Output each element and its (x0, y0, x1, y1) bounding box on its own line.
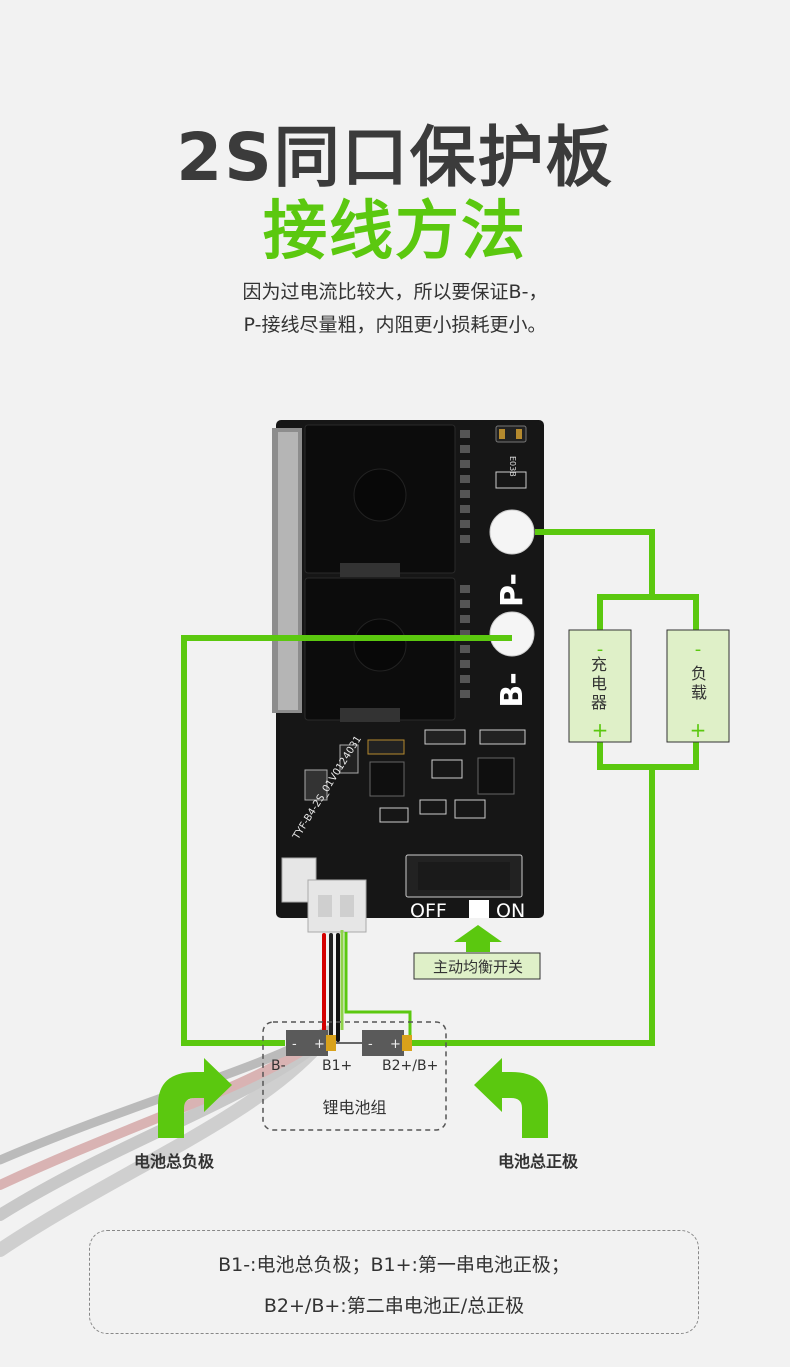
pcb-board: E03B P- B- TYF-B4-2S_01V0124031 OFF ON (272, 420, 544, 933)
p-minus-silk: P- (495, 573, 530, 607)
load-label: 负载 (690, 664, 707, 702)
chip-marking: E03B (508, 456, 517, 477)
description-line-2: P-接线尽量粗，内阻更小损耗更小。 (243, 314, 547, 336)
p-minus-pad (489, 509, 535, 555)
page-subtitle: 接线方法 (263, 195, 527, 269)
note-box (89, 1230, 699, 1334)
switch-off-label: OFF (410, 900, 447, 922)
battery-pack: - + - + (262, 1021, 447, 1131)
b-minus-pad (489, 611, 535, 657)
cell1-minus: - (292, 1037, 297, 1052)
note-line-2: B2+/B+:第二串电池正/总正极 (263, 1295, 525, 1317)
battery-pack-label: 锂电池组 (322, 1098, 387, 1117)
arrow-left-icon (158, 1058, 232, 1138)
charger-label: 充电器 (590, 655, 607, 712)
charger-minus: - (597, 639, 604, 660)
balance-arrow (413, 925, 541, 980)
arrow-right-icon (474, 1058, 548, 1138)
b-minus-label: B- (271, 1058, 286, 1074)
note-line-1: B1-:电池总负极；B1+:第一串电池正极； (218, 1254, 570, 1276)
b-minus-silk: B- (495, 672, 530, 707)
signal-wires (340, 930, 412, 1040)
b1-plus-label: B1+ (322, 1058, 353, 1074)
jst-connector (307, 879, 367, 933)
b2-plus-label: B2+/B+ (382, 1058, 439, 1074)
charger-plus: + (592, 718, 609, 742)
switch-on-label: ON (496, 900, 525, 922)
load-plus: + (690, 718, 707, 742)
cell2-plus: + (390, 1037, 401, 1052)
cell1-plus: + (314, 1037, 325, 1052)
load-box: - + (666, 629, 730, 743)
description-line-1: 因为过电流比较大，所以要保证B-， (242, 281, 548, 303)
total-negative-label: 电池总负极 (133, 1152, 214, 1171)
green-wires (181, 529, 699, 1046)
load-minus: - (695, 639, 702, 660)
cell2-minus: - (368, 1037, 373, 1052)
page-title: 2S同口保护板 (176, 119, 614, 196)
balance-switch-label: 主动均衡开关 (432, 958, 523, 976)
charger-box: - + (568, 629, 632, 743)
total-positive-label: 电池总正极 (497, 1152, 578, 1171)
